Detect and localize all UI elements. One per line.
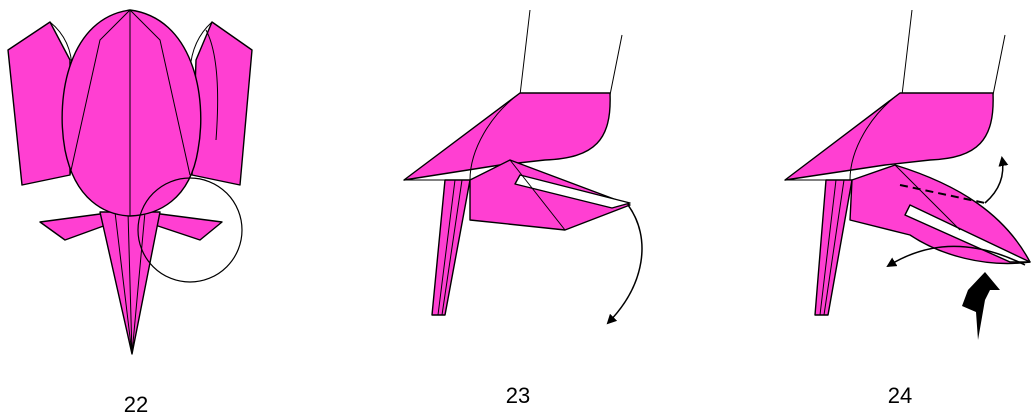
push-arrow xyxy=(962,272,1000,340)
rotate-arrow-up xyxy=(985,158,1003,203)
flower-bud xyxy=(62,10,201,216)
step-number: 24 xyxy=(888,383,912,408)
step-23-figure xyxy=(404,10,642,323)
step-24-figure xyxy=(785,10,1030,340)
step-number: 22 xyxy=(124,392,148,417)
right-petal xyxy=(192,22,252,185)
left-petal xyxy=(8,22,70,185)
step-number: 23 xyxy=(506,383,530,408)
stem-leg xyxy=(432,180,470,315)
pointed-petal xyxy=(470,160,630,230)
fold-arrow xyxy=(608,205,642,323)
step-22-figure xyxy=(8,10,252,354)
